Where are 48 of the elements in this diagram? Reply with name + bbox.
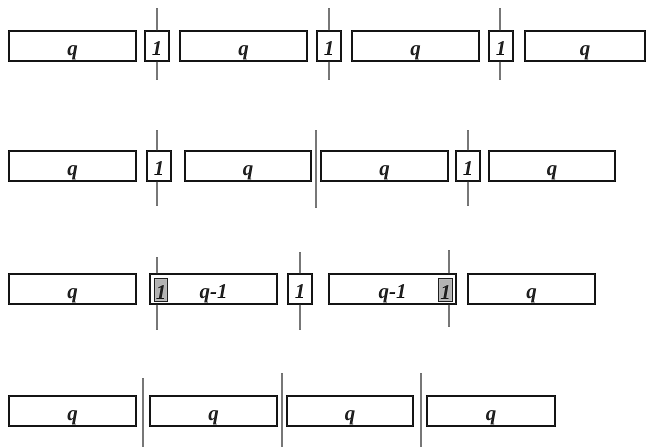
segment-label: q: [208, 402, 219, 424]
segment-label: q: [344, 402, 356, 424]
segment-box: [149, 395, 278, 427]
segment-box: [286, 395, 414, 427]
segment-label: q: [546, 158, 558, 178]
segment-label: q-1: [378, 280, 406, 302]
segment-label: 1: [152, 38, 162, 58]
segment-box: [8, 395, 137, 427]
segment-label: q: [67, 158, 78, 178]
segment-box: [467, 273, 596, 305]
segment-box: [8, 273, 137, 305]
segment-box: [351, 30, 480, 62]
segment-label: 1: [294, 280, 306, 302]
segment-box: [8, 30, 137, 62]
segment-box: [316, 30, 342, 62]
segment-box: [179, 30, 308, 62]
segment-box: [144, 30, 170, 62]
segment-label: q: [410, 38, 421, 58]
segment-box: [426, 395, 556, 427]
segment-box: [438, 278, 453, 302]
segment-label: 1: [156, 282, 166, 302]
segment-label: q: [379, 158, 390, 178]
segment-box: [320, 150, 449, 182]
segment-label: 1: [496, 38, 506, 58]
segment-label: q: [67, 38, 78, 58]
segment-label: q: [580, 38, 590, 58]
segment-label: q: [67, 280, 78, 302]
segment-label: 1: [462, 158, 474, 178]
segment-label: q: [486, 402, 496, 424]
segment-label: q: [67, 402, 78, 424]
segment-label: q: [238, 38, 249, 58]
segment-box: [488, 150, 616, 182]
segment-box: [154, 278, 168, 302]
segment-box: [328, 273, 457, 305]
segment-box: [488, 30, 514, 62]
segment-box: [287, 273, 313, 305]
segment-label: 1: [324, 38, 334, 58]
segment-box: [149, 273, 278, 305]
segment-box: [146, 150, 172, 182]
segment-label: q: [526, 280, 537, 302]
segment-box: [455, 150, 481, 182]
segment-label: 1: [440, 282, 451, 302]
segment-box: [524, 30, 646, 62]
segment-label: 1: [154, 158, 164, 178]
segment-box: [184, 150, 312, 182]
segment-label: q: [242, 158, 254, 178]
segment-box: [8, 150, 137, 182]
segment-label: q-1: [200, 280, 228, 302]
